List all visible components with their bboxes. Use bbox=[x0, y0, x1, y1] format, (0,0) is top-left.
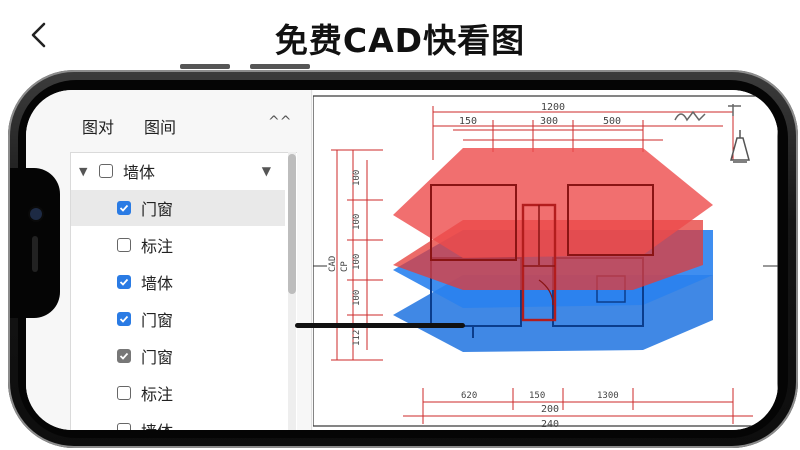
dimension-label: 100 bbox=[352, 214, 362, 230]
layer-label: 标注 bbox=[141, 237, 174, 256]
front-camera bbox=[30, 208, 42, 220]
layer-row[interactable]: 标注 bbox=[71, 227, 285, 263]
dimension-label: 1200 bbox=[541, 102, 565, 113]
layer-panel-header: 图对 图间 ^^ bbox=[26, 90, 311, 142]
layer-checkbox[interactable] bbox=[117, 312, 131, 326]
phone-side-button bbox=[250, 64, 310, 69]
home-indicator[interactable] bbox=[295, 323, 465, 328]
check-icon bbox=[119, 315, 129, 323]
expand-caret-icon[interactable]: ▼ bbox=[79, 164, 88, 178]
phone-side-button bbox=[180, 64, 230, 69]
app-screen: 图对 图间 ^^ ▼ 墙体 ▼ 门窗 标注 墙体 bbox=[26, 90, 778, 430]
layer-panel: 图对 图间 ^^ ▼ 墙体 ▼ 门窗 标注 墙体 bbox=[26, 90, 312, 430]
chevron-left-icon bbox=[31, 22, 46, 48]
dimension-label: CP bbox=[340, 261, 350, 272]
back-button[interactable] bbox=[22, 18, 56, 52]
dimension-label: 300 bbox=[540, 116, 558, 127]
check-icon bbox=[119, 278, 129, 286]
dimension-label: 100 bbox=[352, 254, 362, 270]
layer-checkbox[interactable] bbox=[99, 164, 113, 178]
cad-drawing-canvas[interactable]: 1200 150 300 500 100 100 100 100 112 CAD bbox=[312, 90, 778, 430]
dimension-label: 100 bbox=[352, 170, 362, 186]
dimension-label: 620 bbox=[461, 391, 477, 401]
dimension-label: 1300 bbox=[597, 391, 619, 401]
layer-row[interactable]: 标注 bbox=[71, 375, 285, 411]
dimension-label: 200 bbox=[541, 404, 559, 415]
check-icon bbox=[119, 204, 129, 212]
top-bar: 免费CAD快看图 bbox=[0, 0, 800, 72]
layer-list-scrollbar[interactable] bbox=[288, 154, 296, 294]
chevron-down-icon[interactable]: ▼ bbox=[261, 164, 271, 178]
dimension-label: 100 bbox=[352, 290, 362, 306]
layer-row[interactable]: 门窗 bbox=[71, 338, 285, 374]
layer-checkbox[interactable] bbox=[117, 201, 131, 215]
red-layer-stack[interactable] bbox=[393, 148, 713, 322]
drawing-frame bbox=[312, 95, 778, 427]
layer-label: 门窗 bbox=[141, 200, 174, 219]
layer-label: 墙体 bbox=[141, 418, 173, 430]
tab-layer-space[interactable]: 图间 bbox=[144, 118, 177, 137]
phone-speaker bbox=[32, 236, 38, 272]
dimension-label: 240 bbox=[541, 419, 559, 430]
layer-label: 墙体 bbox=[141, 274, 174, 293]
bottom-dimensions bbox=[403, 388, 753, 424]
cad-drawing[interactable]: 1200 150 300 500 100 100 100 100 112 CAD bbox=[312, 90, 778, 430]
tab-layer-pairs[interactable]: 图对 bbox=[82, 118, 115, 137]
lamp-icon[interactable] bbox=[730, 130, 750, 163]
dimension-label: 150 bbox=[529, 391, 545, 401]
top-dimensions bbox=[432, 106, 734, 160]
dimension-label: 500 bbox=[603, 116, 621, 127]
sketch-tools-icon[interactable] bbox=[674, 104, 741, 122]
layer-checkbox[interactable] bbox=[117, 386, 131, 400]
layer-label: 标注 bbox=[141, 385, 174, 404]
layer-label: 墙体 bbox=[123, 163, 156, 182]
check-icon bbox=[119, 352, 129, 360]
layer-row[interactable]: 门窗 bbox=[71, 190, 285, 226]
layer-label: 门窗 bbox=[141, 348, 174, 367]
layer-checkbox[interactable] bbox=[117, 423, 131, 430]
layer-checkbox[interactable] bbox=[117, 238, 131, 252]
layer-row[interactable]: 墙体 bbox=[71, 264, 285, 300]
chevron-up-icon[interactable]: ^^ bbox=[268, 114, 292, 130]
page-title: 免费CAD快看图 bbox=[274, 21, 526, 60]
dimension-label: 150 bbox=[459, 116, 477, 127]
dimension-label: 112 bbox=[352, 330, 362, 346]
layer-row[interactable]: 门窗 bbox=[71, 301, 285, 337]
layer-list: ▼ 墙体 ▼ 门窗 标注 墙体 门窗 门 bbox=[70, 152, 297, 430]
layer-row[interactable]: ▼ 墙体 ▼ bbox=[71, 153, 285, 189]
layer-checkbox[interactable] bbox=[117, 349, 131, 363]
layer-label: 门窗 bbox=[141, 311, 174, 330]
layer-checkbox[interactable] bbox=[117, 275, 131, 289]
layer-row[interactable]: 墙体 bbox=[71, 412, 285, 430]
dimension-label: CAD bbox=[328, 256, 338, 272]
